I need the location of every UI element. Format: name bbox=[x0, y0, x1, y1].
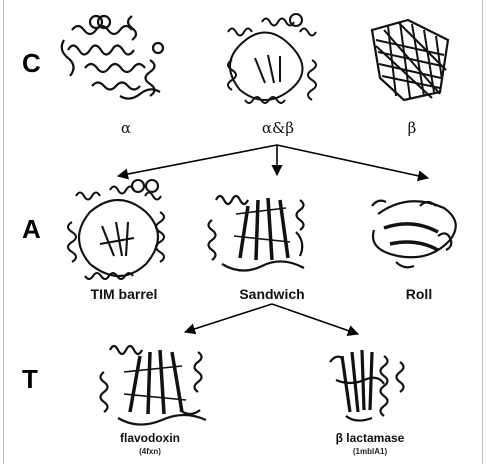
topology-code-flavodoxin: (4fxn) bbox=[139, 448, 161, 456]
topology-label-flavodoxin: flavodoxin bbox=[120, 432, 180, 444]
class-to-architecture-arrows bbox=[118, 145, 428, 178]
architecture-to-topology-arrows bbox=[185, 304, 358, 334]
sandwich-structure-image bbox=[209, 196, 305, 271]
topology-level-label: T bbox=[22, 366, 38, 392]
class-label-alpha-beta: α&β bbox=[262, 121, 294, 136]
beta-lactamase-structure-image bbox=[330, 350, 404, 421]
architecture-label-roll: Roll bbox=[406, 287, 432, 301]
topology-label-beta-lactamase: β lactamase bbox=[336, 432, 405, 444]
flavodoxin-structure-image bbox=[101, 346, 207, 425]
roll-structure-image bbox=[372, 201, 456, 268]
topology-code-beta-lactamase: (1mblA1) bbox=[353, 448, 387, 456]
class-label-beta: β bbox=[408, 121, 417, 136]
architecture-label-sandwich: Sandwich bbox=[239, 287, 304, 301]
tim-barrel-structure-image bbox=[68, 180, 164, 279]
alpha-structure-image bbox=[62, 16, 163, 99]
class-label-alpha: α bbox=[121, 121, 131, 136]
architecture-label-tim-barrel: TIM barrel bbox=[91, 287, 158, 301]
class-level-label: C bbox=[22, 50, 41, 76]
beta-structure-image bbox=[372, 20, 448, 100]
architecture-level-label: A bbox=[22, 216, 41, 242]
alpha-beta-structure-image bbox=[228, 14, 316, 103]
